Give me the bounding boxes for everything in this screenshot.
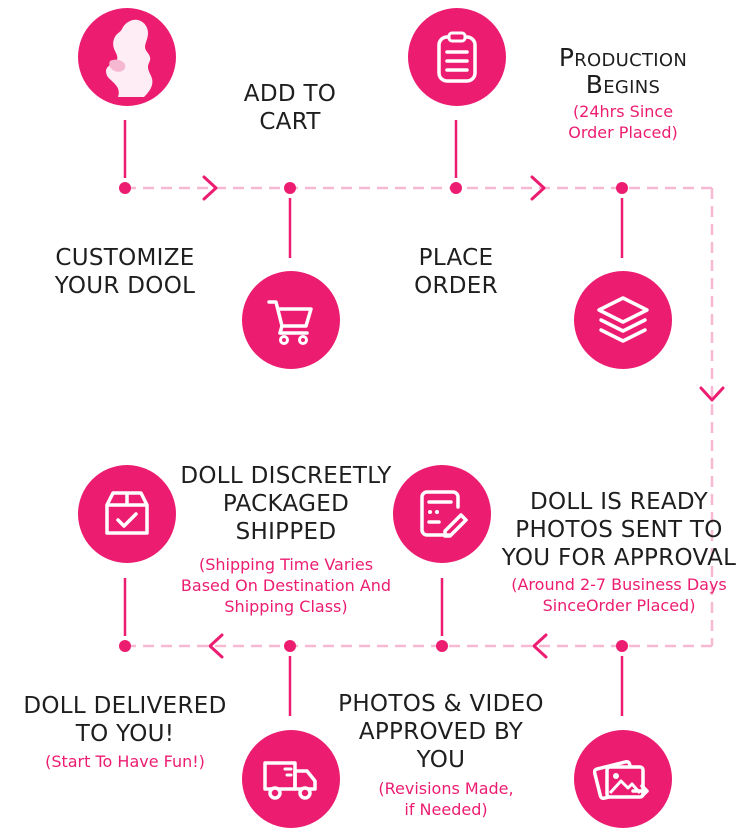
sub-ready: (Around 2-7 Business Days SinceOrder Pla… [496,574,742,616]
label-ready: DOLL IS READY PHOTOS SENT TO YOU FOR APP… [496,488,742,572]
layers-icon [595,294,651,346]
arrow-right-2 [530,175,546,201]
label-add-to-cart: ADD TO CART [210,80,370,136]
step-place-order-circle [408,8,506,106]
label-line: DOLL DELIVERED [23,693,227,719]
step-packaged-circle [242,730,340,828]
label-line: Begins [585,70,661,99]
label-line: YOU [416,747,466,773]
sub-line: (Start To Have Fun!) [45,752,205,771]
photos-icon [593,753,653,805]
sub-production: (24hrs Since Order Placed) [510,101,736,143]
step-production-circle [574,271,672,369]
label-line: YOU FOR APPROVAL [501,545,737,571]
dot-packaged [119,640,131,652]
sub-line: Based On Destination And [180,576,392,595]
label-line: DOLL IS READY [529,489,709,515]
label-line: DOLL DISCREETLY [180,463,392,489]
step-delivered-circle [78,465,176,563]
arrow-down [699,386,725,402]
step-approved-circle [393,465,491,563]
sub-line: Order Placed) [568,123,678,142]
box-check-icon [99,487,155,541]
step-ready-circle [574,730,672,828]
label-packaged: DOLL DISCREETLY PACKAGED SHIPPED [168,462,404,546]
label-line: CART [259,109,321,135]
cart-icon [264,293,318,347]
dot-approved [436,640,448,652]
dot-add-to-cart [284,182,296,194]
label-line: TO YOU! [75,721,175,747]
dot-delivered [284,640,296,652]
sub-line: SinceOrder Placed) [542,596,696,615]
label-line: CUSTOMIZE [55,245,195,271]
label-line: SHIPPED [235,519,337,545]
label-line: PACKAGED [222,491,350,517]
arrow-left-2 [208,633,224,659]
label-line: ADD TO [243,81,337,107]
step-add-to-cart-circle [242,271,340,369]
label-line: Production [558,43,688,72]
label-delivered: DOLL DELIVERED TO YOU! [14,692,236,748]
dot-ready [616,640,628,652]
sub-line: (Around 2-7 Business Days [511,575,727,594]
label-line: YOUR DOOL [54,273,196,299]
sub-line: (Shipping Time Varies [198,555,374,574]
sub-line: if Needed) [404,800,488,819]
silhouette-icon [92,15,162,99]
label-line: APPROVED BY [358,719,524,745]
dot-production [616,182,628,194]
label-place-order: PLACE ORDER [376,244,536,300]
sub-packaged: (Shipping Time Varies Based On Destinati… [160,554,412,617]
label-production: Production Begins [510,44,736,98]
label-approved: PHOTOS & VIDEO APPROVED BY YOU [316,690,566,774]
sub-delivered: (Start To Have Fun!) [14,751,236,772]
sub-approved: (Revisions Made, if Needed) [346,778,546,820]
clipboard-icon [434,30,480,84]
arrow-left-1 [532,633,548,659]
sub-line: (Revisions Made, [378,779,514,798]
sub-line: (24hrs Since [572,102,674,121]
sub-line: Shipping Class) [224,597,348,616]
label-line: PLACE [418,245,494,271]
edit-form-icon [415,487,469,541]
label-line: PHOTOS SENT TO [515,517,723,543]
dot-place-order [450,182,462,194]
label-line: ORDER [414,273,498,299]
label-line: PHOTOS & VIDEO [338,691,544,717]
dot-customize [119,182,131,194]
label-customize: CUSTOMIZE YOUR DOOL [20,244,230,300]
arrow-right-1 [202,175,218,201]
step-customize-circle [78,8,176,106]
truck-icon [261,755,321,803]
